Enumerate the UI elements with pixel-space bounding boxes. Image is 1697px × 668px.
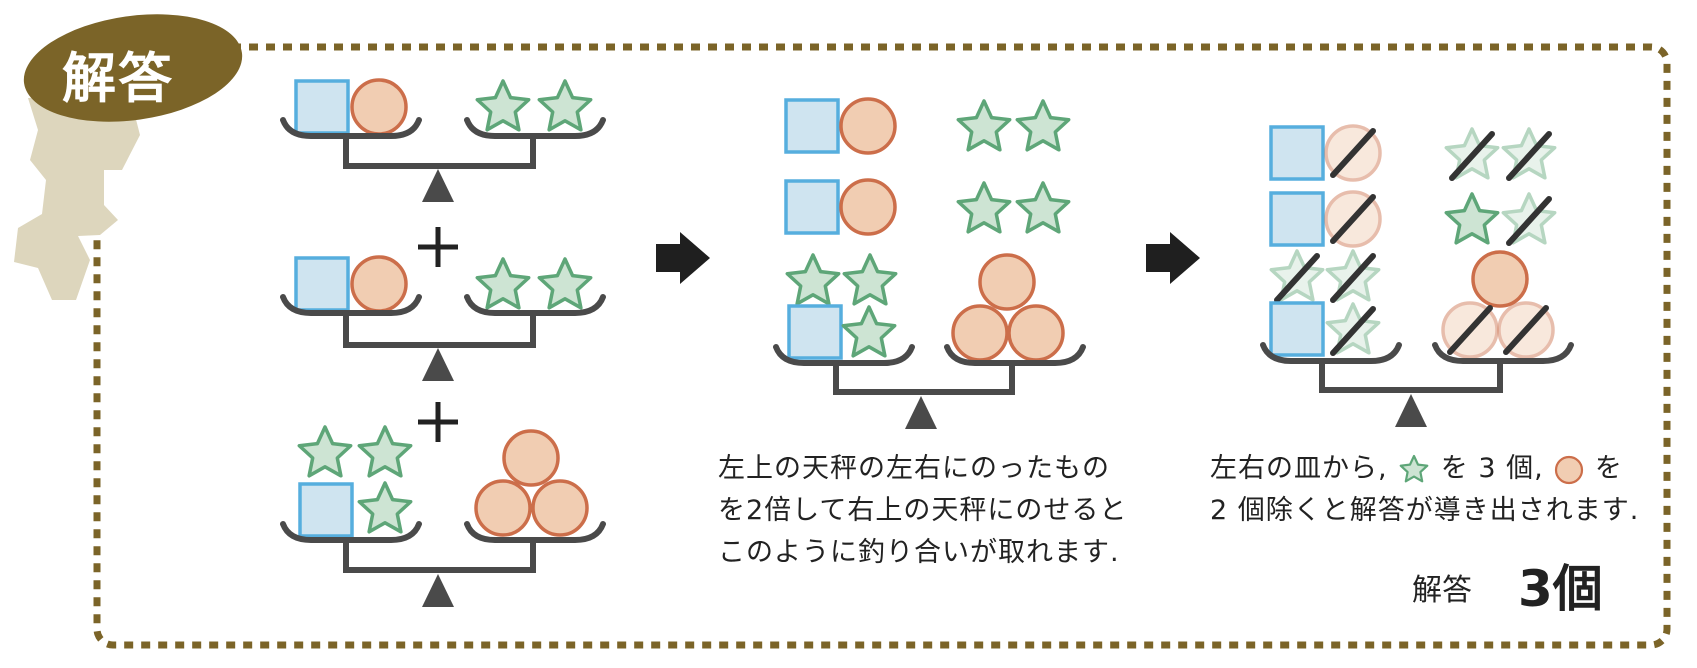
square-icon <box>1269 301 1325 357</box>
star-icon <box>1444 192 1500 245</box>
badge-label: 解答 <box>62 47 174 110</box>
square-icon <box>787 304 843 360</box>
caption-line: このように釣り合いが取れます. <box>718 537 1120 568</box>
star-icon <box>956 181 1012 234</box>
square-icon <box>1269 191 1325 247</box>
badge-shadow <box>14 96 140 300</box>
circle-icon <box>350 255 408 313</box>
square-icon <box>294 79 350 135</box>
scale-2 <box>283 255 603 381</box>
square-icon <box>294 256 350 312</box>
right-caption: 左右の皿から, を 3 個, を 2 個除くと解答が導き出されます. <box>1210 448 1639 532</box>
star-icon <box>537 257 593 310</box>
star-icon <box>1015 99 1071 152</box>
circle-icon <box>502 429 560 487</box>
star-icon <box>841 305 897 358</box>
star-icon <box>1399 454 1429 482</box>
caption-text: を <box>1594 453 1623 484</box>
square-icon <box>784 179 840 235</box>
star-icon <box>537 79 593 132</box>
caption-line: 2 個除くと解答が導き出されます. <box>1210 495 1640 526</box>
star-icon <box>842 253 898 306</box>
scale-reduced <box>1263 124 1571 427</box>
circle-icon <box>350 78 408 136</box>
plus-icon <box>418 402 458 442</box>
star-icon <box>475 79 531 132</box>
circle-icon <box>1555 455 1584 484</box>
plus-icon <box>418 227 458 267</box>
answer-badge <box>23 14 243 122</box>
star-icon <box>956 99 1012 152</box>
square-icon <box>784 98 840 154</box>
circle-icon <box>474 479 532 537</box>
scale-3 <box>283 425 603 607</box>
caption-text: を 3 個, <box>1440 453 1544 484</box>
scale-1 <box>283 78 603 202</box>
caption-line: を2倍して右上の天秤にのせると <box>718 495 1128 526</box>
circle-icon <box>951 304 1009 362</box>
square-icon <box>298 482 354 538</box>
star-icon <box>1015 181 1071 234</box>
star-icon <box>475 257 531 310</box>
star-icon <box>785 253 841 306</box>
circle-icon <box>839 97 897 155</box>
answer-value: 3個 <box>1518 560 1603 618</box>
circle-icon <box>839 178 897 236</box>
caption-line: 左上の天秤の左右にのったもの <box>718 453 1110 484</box>
star-icon <box>357 425 413 478</box>
circle-icon <box>531 479 589 537</box>
caption-text: 左右の皿から, <box>1210 453 1388 484</box>
circle-icon <box>1007 304 1065 362</box>
answer-label: 解答 <box>1412 573 1472 608</box>
star-icon <box>357 481 413 534</box>
square-icon <box>1269 125 1325 181</box>
circle-icon <box>978 253 1036 311</box>
right-arrow-icon <box>656 232 710 284</box>
circle-icon <box>1471 250 1529 308</box>
right-arrow-icon <box>1146 232 1200 284</box>
middle-caption: 左上の天秤の左右にのったもの を2倍して右上の天秤にのせると このように釣り合い… <box>718 448 1127 574</box>
scale-combined <box>776 97 1083 429</box>
star-icon <box>297 425 353 478</box>
caption-line: 左右の皿から, を 3 個, を <box>1210 448 1639 490</box>
dotted-frame <box>93 43 1671 649</box>
